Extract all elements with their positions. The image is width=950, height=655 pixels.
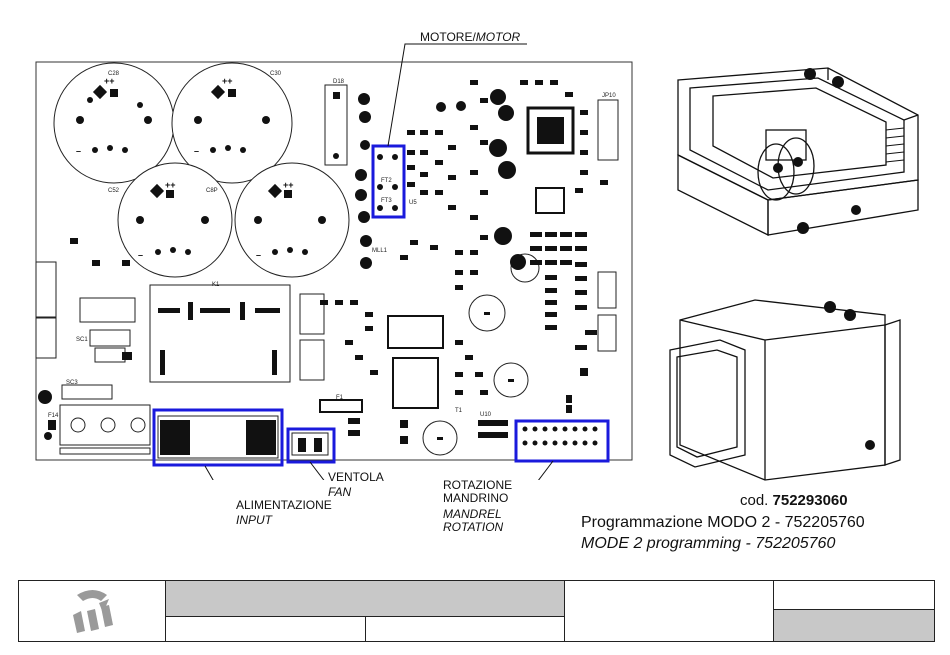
title-cell-top (165, 580, 565, 617)
title-cell-right-bottom (773, 609, 935, 642)
fan-label-en: FAN (328, 486, 384, 499)
product-code: cod. 752293060 (740, 492, 848, 509)
input-label: ALIMENTAZIONE INPUT (236, 499, 332, 527)
svg-text:–: – (256, 250, 261, 260)
ft2-label: FT2 (381, 178, 392, 184)
programming-it: Programmazione MODO 2 - 752205760 (581, 514, 865, 532)
f14-label: F14 (48, 413, 59, 419)
t1-label: T1 (455, 408, 463, 414)
svg-text:++: ++ (222, 76, 233, 86)
d18-label: D18 (333, 79, 345, 85)
enclosure-closed-drawing (665, 295, 930, 485)
c8p-label: C8P (206, 188, 218, 194)
c52-label: C52 (108, 188, 120, 194)
c30-label: C30 (270, 71, 282, 77)
input-label-it: ALIMENTAZIONE (236, 499, 332, 512)
enclosure-open-drawing (668, 60, 930, 260)
motor-label-en: MOTOR (476, 30, 520, 44)
fan-label-it: VENTOLA (328, 471, 384, 484)
title-cell-middle (564, 580, 774, 642)
svg-text:–: – (76, 146, 81, 156)
fan-label: VENTOLA FAN (328, 471, 384, 499)
jp10-label: JP10 (602, 93, 616, 99)
rotation-label-it-2: MANDRINO (443, 492, 512, 505)
rotation-label: ROTAZIONE MANDRINO MANDREL ROTATION (443, 479, 512, 534)
mll1-label: MLL1 (372, 248, 388, 254)
rotation-label-en-2: ROTATION (443, 521, 512, 534)
svg-text:++: ++ (104, 76, 115, 86)
title-cell-bottom-left (165, 616, 366, 642)
motor-label: MOTORE/MOTOR (420, 31, 520, 44)
pcb-diagram: C28 C30 C52 C8P D18 FT2 FT3 U5 K1 SC1 SC… (0, 0, 640, 480)
programming-en: MODE 2 programming - 752205760 (581, 535, 835, 553)
f1-label: F1 (336, 395, 344, 401)
title-cell-right-top (773, 580, 935, 610)
u5-label: U5 (409, 200, 417, 206)
k1-label: K1 (212, 282, 220, 288)
svg-text:++: ++ (165, 180, 176, 190)
u10-label: U10 (480, 412, 492, 418)
motor-label-it: MOTORE/ (420, 30, 476, 44)
svg-text:–: – (194, 146, 199, 156)
sc3-label: SC3 (66, 380, 78, 386)
svg-text:++: ++ (283, 180, 294, 190)
product-code-value: 752293060 (773, 492, 848, 509)
logo-cell (18, 580, 166, 642)
ravaglioli-logo-icon (63, 587, 123, 637)
title-cell-bottom-right (365, 616, 565, 642)
svg-text:–: – (138, 250, 143, 260)
title-block (18, 580, 935, 642)
input-label-en: INPUT (236, 514, 332, 527)
fan-connector-highlight (288, 429, 334, 462)
ft3-label: FT3 (381, 198, 392, 204)
sc1-label: SC1 (76, 337, 88, 343)
product-code-prefix: cod. (740, 492, 773, 509)
